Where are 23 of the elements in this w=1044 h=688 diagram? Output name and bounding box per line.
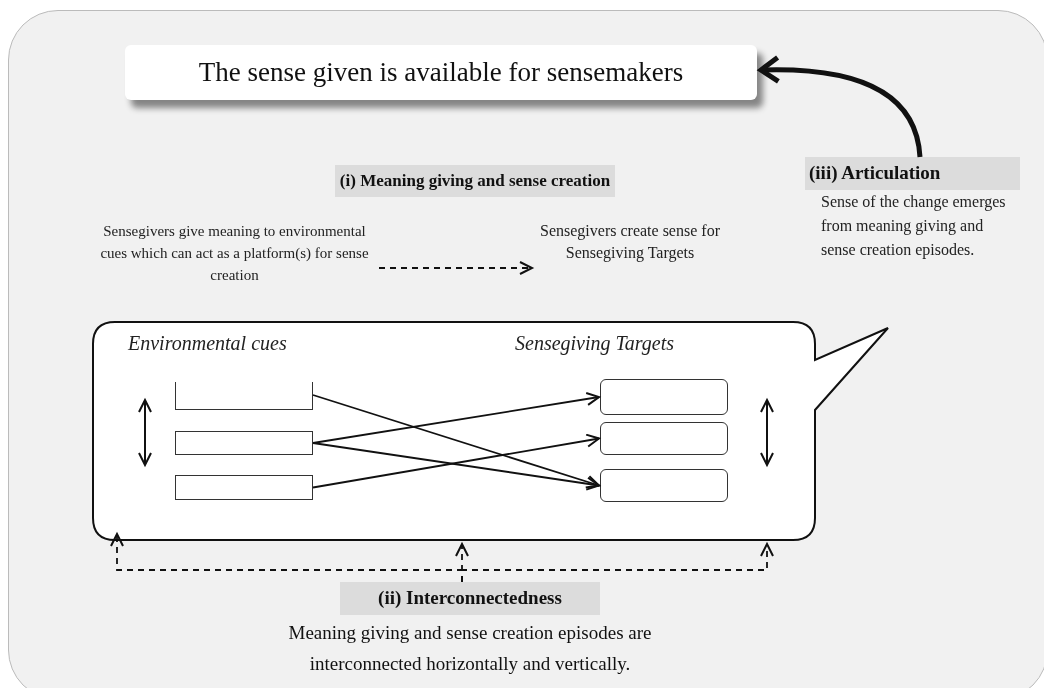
cue-box — [175, 431, 313, 455]
dashed-arrow — [378, 261, 533, 275]
arrow — [312, 394, 600, 489]
section-heading: (ii) Interconnectedness — [340, 582, 600, 615]
arrow — [758, 55, 923, 158]
target-box — [600, 469, 728, 502]
heading-text: (i) Meaning giving and sense creation — [335, 165, 615, 197]
arrow — [312, 442, 600, 491]
description-text: Sensegivers create sense for Sensegiving Targets — [540, 221, 720, 264]
cue-box — [175, 475, 313, 500]
description-text: Sensegivers give meaning to environmental cues which can act as a platform(s) for sense creation — [99, 222, 370, 285]
target-box — [600, 422, 728, 455]
column-heading: Environmental cues — [128, 331, 287, 356]
dashed-arrow — [461, 543, 774, 583]
column-heading: Sensegiving Targets — [515, 331, 675, 357]
section-heading: (iii) Articulation — [805, 157, 1020, 190]
target-box — [600, 379, 728, 415]
articulation-text: Sense of the change emerges from meaning giving and sense creation episodes. — [820, 191, 1007, 261]
arrow — [312, 433, 600, 489]
statement-box — [125, 45, 757, 100]
interconnectedness-text: Meaning giving and sense creation episodes are interconnected horizontally and vertically. — [287, 620, 653, 676]
statement-text: The sense given is available for sensemakers — [197, 56, 685, 90]
cue-box — [175, 382, 313, 410]
